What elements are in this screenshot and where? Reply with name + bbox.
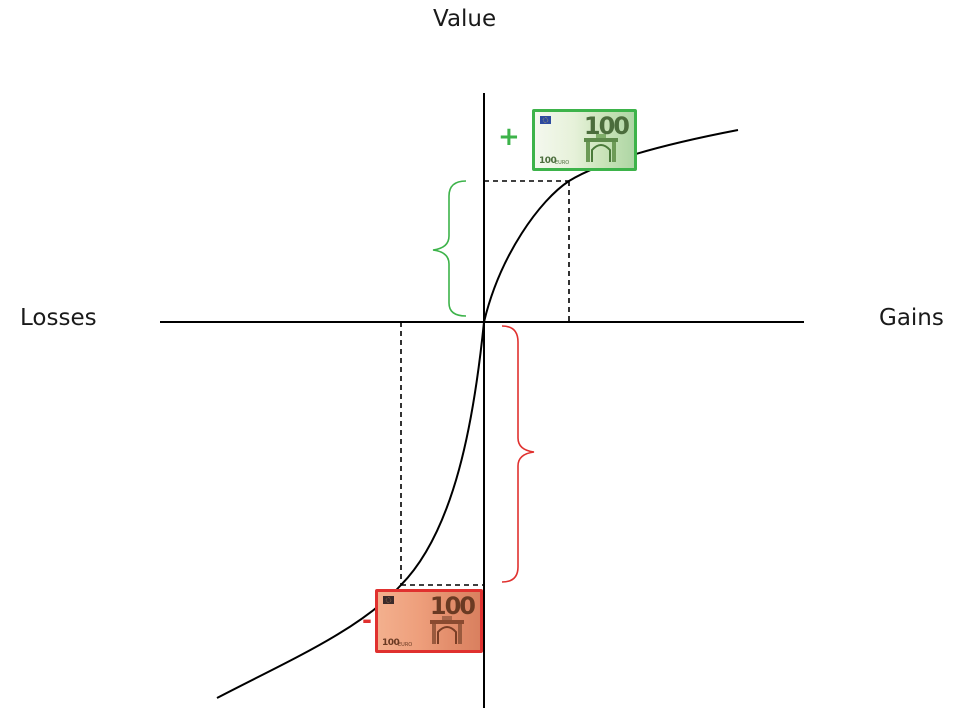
eu-flag-icon: [383, 596, 394, 604]
minus-sign: -: [362, 606, 372, 634]
gain-denomination-small: 100: [539, 156, 557, 166]
losses-axis-label: Losses: [20, 305, 97, 331]
gain-denomination-large: 100: [583, 112, 630, 140]
loss-denomination-large: 100: [429, 592, 476, 620]
gains-axis-label: Gains: [879, 305, 944, 331]
value-axis-label: Value: [433, 6, 497, 32]
gain-currency: EURO: [555, 160, 570, 166]
loss-denomination-small: 100: [382, 638, 400, 648]
arch-icon: [430, 616, 464, 644]
plus-sign: +: [498, 122, 520, 152]
arch-icon: [584, 134, 618, 162]
loss-currency: EURO: [398, 642, 413, 648]
gain-brace: [432, 180, 467, 317]
gain-banknote: 100 100 EURO: [532, 109, 637, 171]
loss-brace: [501, 325, 535, 583]
eu-flag-icon: [540, 116, 551, 124]
loss-banknote: 100 100 EURO: [375, 589, 483, 653]
